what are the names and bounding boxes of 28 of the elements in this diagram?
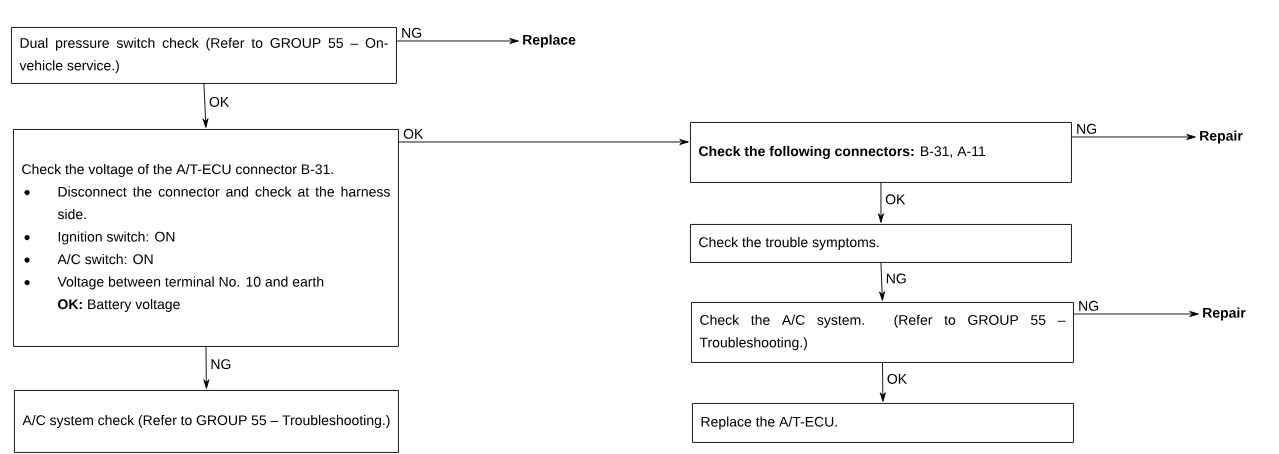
arrow <box>877 182 884 223</box>
arrow <box>202 83 209 128</box>
arrow <box>1071 134 1196 140</box>
process-box: Check the following connectors: B-31, A-11 <box>690 122 1072 183</box>
edge-label: NG <box>211 359 231 370</box>
process-box: Check the voltage of the A/T-ECU connector B-31. Disconnect the connector and check at the harness side. Ignition switch: ON A/C switch: ON Voltage between terminal No. 10 and earth OK: Battery voltage <box>13 129 399 347</box>
edge-label: NG <box>402 27 422 38</box>
edge-label: OK <box>885 194 906 205</box>
edge-label: OK <box>209 96 230 107</box>
process-box: Check the A/C system. (Refer to GROUP 55 – Troubleshooting.) <box>691 302 1074 363</box>
process-box: Check the trouble symptoms. <box>690 224 1072 263</box>
result-text: Repair <box>1203 307 1246 321</box>
edge-label: OK <box>403 128 424 139</box>
process-box: Replace the A/T-ECU. <box>692 403 1074 443</box>
arrow <box>879 362 886 402</box>
arrow <box>203 346 210 389</box>
arrow <box>396 38 519 44</box>
process-box: Dual pressure switch check (Refer to GROUP 55 – On-vehicle service.) <box>11 27 397 84</box>
result-text: Replace <box>523 34 576 48</box>
edge-label: OK <box>887 373 907 384</box>
edge-label: NG <box>1077 123 1097 134</box>
arrow <box>398 139 689 145</box>
process-box: A/C system check (Refer to GROUP 55 – Troubleshooting.) <box>14 390 399 453</box>
arrow <box>879 262 886 301</box>
edge-label: NG <box>886 273 906 284</box>
arrow <box>1073 311 1199 317</box>
edge-label: NG <box>1079 300 1099 311</box>
result-text: Repair <box>1200 130 1243 144</box>
